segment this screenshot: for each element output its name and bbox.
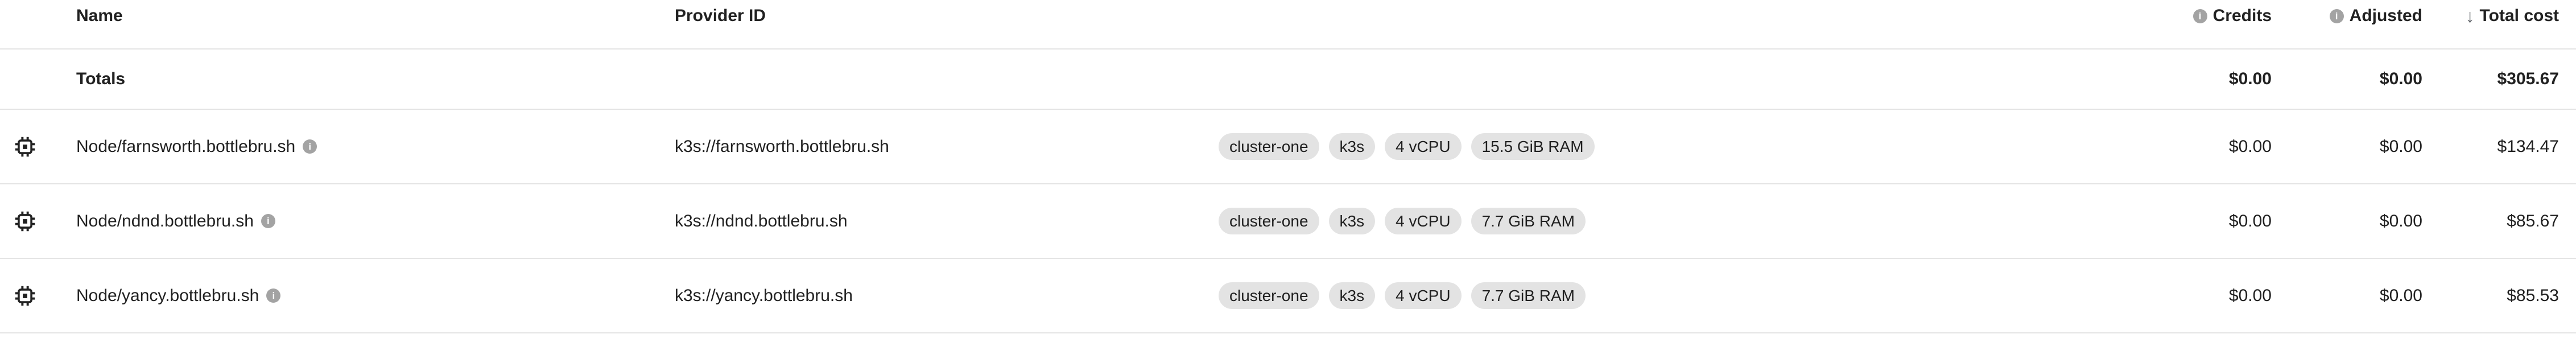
column-header-adjusted-label: Adjusted: [2349, 6, 2422, 25]
info-icon[interactable]: i: [266, 288, 281, 303]
tag-pill: k3s: [1328, 282, 1376, 309]
column-header-provider-id-label: Provider ID: [675, 6, 766, 25]
tags-cell: cluster-one k3s 4 vCPU 7.7 GiB RAM: [1219, 208, 2101, 234]
tag-pill: 7.7 GiB RAM: [1471, 282, 1586, 309]
provider-id-value: k3s://yancy.bottlebru.sh: [675, 286, 853, 305]
cpu-chip-icon: [15, 211, 35, 232]
provider-id-cell: k3s://ndnd.bottlebru.sh: [675, 212, 1219, 231]
totals-label: Totals: [76, 69, 126, 88]
tag-pill: k3s: [1328, 133, 1376, 160]
adjusted-value: $0.00: [2379, 211, 2422, 230]
tag-pill: cluster-one: [1219, 282, 1319, 309]
table-body: Node/farnsworth.bottlebru.sh i k3s://far…: [0, 110, 2576, 333]
tag-pill: 4 vCPU: [1385, 282, 1462, 309]
node-name-link[interactable]: Node/yancy.bottlebru.sh: [76, 286, 259, 305]
total-cost-value: $85.53: [2507, 286, 2559, 305]
provider-id-value: k3s://farnsworth.bottlebru.sh: [675, 137, 889, 156]
provider-id-value: k3s://ndnd.bottlebru.sh: [675, 211, 848, 230]
table-row[interactable]: Node/farnsworth.bottlebru.sh i k3s://far…: [0, 110, 2576, 184]
column-header-name[interactable]: Name: [0, 4, 675, 28]
tag-pill: 7.7 GiB RAM: [1471, 208, 1586, 234]
table-row[interactable]: Node/yancy.bottlebru.sh i k3s://yancy.bo…: [0, 259, 2576, 333]
node-name-cell: Node/yancy.bottlebru.sh i: [0, 286, 675, 306]
totals-label-cell: Totals: [0, 69, 675, 89]
tag-pill: k3s: [1328, 208, 1376, 234]
tag-pill: 4 vCPU: [1385, 133, 1462, 160]
column-header-credits-label: Credits: [2212, 6, 2272, 25]
provider-id-cell: k3s://farnsworth.bottlebru.sh: [675, 137, 1219, 156]
adjusted-value: $0.00: [2379, 286, 2422, 305]
column-header-provider-id[interactable]: Provider ID: [675, 4, 1219, 28]
column-header-total-cost[interactable]: ↓ Total cost: [2422, 4, 2559, 28]
node-name-cell: Node/farnsworth.bottlebru.sh i: [0, 137, 675, 157]
total-cost-value: $134.47: [2497, 137, 2559, 156]
tags-cell: cluster-one k3s 4 vCPU 7.7 GiB RAM: [1219, 282, 2101, 309]
tag-list: cluster-one k3s 4 vCPU 7.7 GiB RAM: [1219, 282, 1586, 309]
table-row[interactable]: Node/ndnd.bottlebru.sh i k3s://ndnd.bott…: [0, 184, 2576, 259]
totals-row: Totals $0.00 $0.00 $305.67: [0, 50, 2576, 110]
total-cost-value: $85.67: [2507, 211, 2559, 230]
info-icon[interactable]: i: [261, 214, 275, 228]
node-name-link[interactable]: Node/ndnd.bottlebru.sh: [76, 211, 254, 230]
tag-pill: 15.5 GiB RAM: [1471, 133, 1595, 160]
credits-value: $0.00: [2228, 286, 2272, 305]
column-header-name-label: Name: [76, 6, 123, 25]
credits-value: $0.00: [2228, 137, 2272, 156]
adjusted-value: $0.00: [2379, 137, 2422, 156]
column-header-adjusted[interactable]: i Adjusted: [2272, 4, 2422, 28]
info-icon[interactable]: i: [2193, 9, 2207, 23]
cpu-chip-icon: [15, 137, 35, 157]
column-header-total-cost-label: Total cost: [2479, 6, 2559, 25]
sort-descending-icon: ↓: [2465, 6, 2475, 26]
info-icon[interactable]: i: [2329, 9, 2344, 23]
tags-cell: cluster-one k3s 4 vCPU 15.5 GiB RAM: [1219, 133, 2101, 160]
table-header-row: Name Provider ID i Credits i Adjusted ↓ …: [0, 0, 2576, 50]
totals-adjusted: $0.00: [2379, 69, 2422, 88]
node-name-cell: Node/ndnd.bottlebru.sh i: [0, 211, 675, 232]
credits-value: $0.00: [2228, 211, 2272, 230]
node-name-link[interactable]: Node/farnsworth.bottlebru.sh: [76, 137, 296, 156]
tag-pill: cluster-one: [1219, 208, 1319, 234]
tag-pill: cluster-one: [1219, 133, 1319, 160]
tag-pill: 4 vCPU: [1385, 208, 1462, 234]
cpu-chip-icon: [15, 286, 35, 306]
column-header-credits[interactable]: i Credits: [2101, 4, 2272, 28]
provider-id-cell: k3s://yancy.bottlebru.sh: [675, 286, 1219, 306]
tag-list: cluster-one k3s 4 vCPU 15.5 GiB RAM: [1219, 133, 1595, 160]
info-icon[interactable]: i: [303, 139, 317, 154]
tag-list: cluster-one k3s 4 vCPU 7.7 GiB RAM: [1219, 208, 1586, 234]
totals-total-cost: $305.67: [2497, 69, 2559, 88]
totals-credits: $0.00: [2228, 69, 2272, 88]
